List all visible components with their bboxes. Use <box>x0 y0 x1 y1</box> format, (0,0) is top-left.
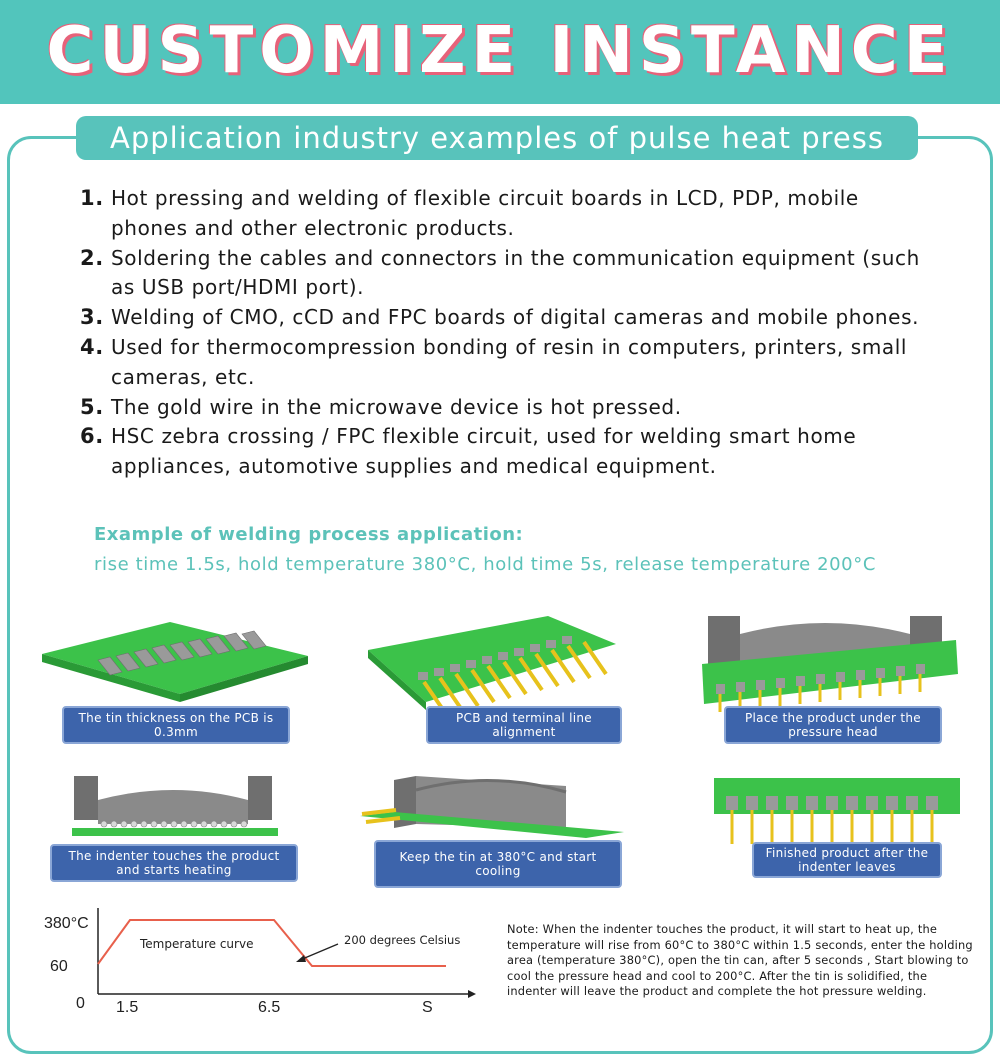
step-under-pressure-head: Place the product under the pressure hea… <box>700 614 962 752</box>
pressure-head-illustration <box>702 616 958 712</box>
list-item-number: 3. <box>80 305 104 330</box>
step-label: Place the product under the pressure hea… <box>724 706 942 744</box>
section-subtitle: Application industry examples of pulse h… <box>76 116 918 160</box>
list-item: 3. Welding of CMO, cCD and FPC boards of… <box>80 303 940 333</box>
process-note: Note: When the indenter touches the prod… <box>507 922 973 999</box>
temperature-curve-plot: 380°C 60 0 1.5 6.5 S Temperature curve 2… <box>44 908 476 1016</box>
step-label: Keep the tin at 380°C and start cooling <box>374 840 622 888</box>
header-banner: CUSTOMIZE INSTANCE <box>0 0 1000 104</box>
step-label: Finished product after the indenter leav… <box>752 842 942 878</box>
list-item-text: Used for thermocompression bonding of re… <box>111 334 908 389</box>
y-tick-label: 0 <box>76 995 85 1012</box>
example-parameters: rise time 1.5s, hold temperature 380°C, … <box>94 554 876 575</box>
list-item-number: 6. <box>80 424 104 449</box>
x-tick-label: 6.5 <box>258 999 280 1016</box>
example-heading: Example of welding process application: <box>94 524 524 545</box>
step-label: PCB and terminal line alignment <box>426 706 622 744</box>
temperature-line <box>97 919 446 967</box>
step-keep-tin: Keep the tin at 380°C and start cooling <box>356 768 626 890</box>
list-item: 1. Hot pressing and welding of flexible … <box>80 184 940 244</box>
content-frame <box>7 136 993 1054</box>
list-item-number: 1. <box>80 186 104 210</box>
list-item: 4. Used for thermocompression bonding of… <box>80 333 940 393</box>
x-axis-arrow <box>468 990 476 998</box>
finished-product-illustration <box>714 778 960 844</box>
list-item-text: HSC zebra crossing / FPC flexible circui… <box>111 424 857 479</box>
x-tick-label: S <box>422 999 433 1016</box>
indenter-heating-illustration <box>72 776 278 836</box>
keep-tin-illustration <box>360 776 624 838</box>
x-tick-label: 1.5 <box>116 999 138 1016</box>
list-item-number: 2. <box>80 245 104 270</box>
y-tick-label: 60 <box>50 958 68 975</box>
list-item: 5. The gold wire in the microwave device… <box>80 393 940 423</box>
step-indenter-heating: The indenter touches the product and sta… <box>48 770 300 884</box>
list-item: 6. HSC zebra crossing / FPC flexible cir… <box>80 422 940 482</box>
list-item-text: Soldering the cables and connectors in t… <box>111 245 920 300</box>
list-item: 2. Soldering the cables and connectors i… <box>80 244 940 304</box>
curve-title: Temperature curve <box>139 937 253 951</box>
step-alignment: PCB and terminal line alignment <box>366 606 628 752</box>
page-title: CUSTOMIZE INSTANCE <box>46 14 954 88</box>
list-item-text: Welding of CMO, cCD and FPC boards of di… <box>111 305 920 330</box>
step-tin-on-pcb: The tin thickness on the PCB is 0.3mm <box>40 612 310 752</box>
application-list: 1. Hot pressing and welding of flexible … <box>80 184 940 482</box>
list-item-number: 5. <box>80 394 104 419</box>
step-label: The tin thickness on the PCB is 0.3mm <box>62 706 290 744</box>
callout-line <box>299 943 339 961</box>
callout-arrow-head <box>296 955 306 962</box>
temperature-curve: 380°C 60 0 1.5 6.5 S Temperature curve 2… <box>38 904 478 1024</box>
pcb-tin-illustration <box>42 622 308 702</box>
list-item-number: 4. <box>80 334 104 359</box>
step-label: The indenter touches the product and sta… <box>50 844 298 882</box>
alignment-illustration <box>368 616 616 716</box>
step-finished-product: Finished product after the indenter leav… <box>710 774 964 878</box>
list-item-text: Hot pressing and welding of flexible cir… <box>111 186 859 240</box>
curve-callout: 200 degrees Celsius <box>344 933 460 947</box>
y-tick-label: 380°C <box>44 915 89 932</box>
list-item-text: The gold wire in the microwave device is… <box>111 394 682 419</box>
